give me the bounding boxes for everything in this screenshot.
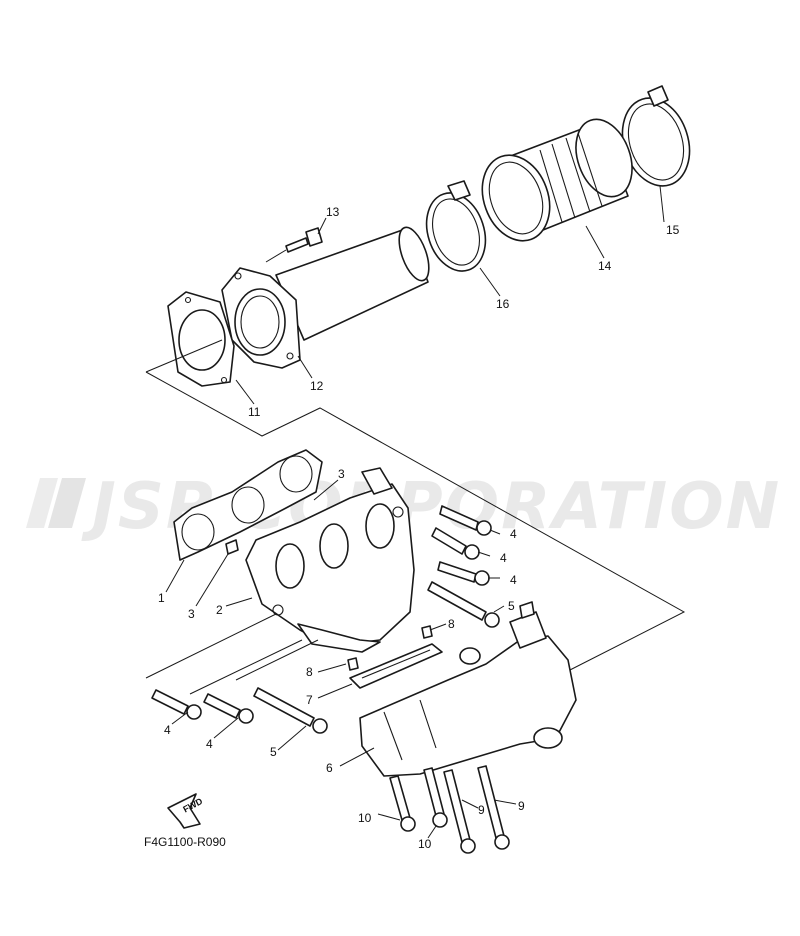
callout-4-d: 4	[164, 723, 171, 737]
chamber-6	[359, 601, 577, 777]
callout-15: 15	[666, 223, 680, 237]
gasket-7	[349, 643, 443, 689]
callout-4-a: 4	[510, 527, 517, 541]
bolt-9-b	[477, 765, 510, 850]
callout-5-left: 5	[270, 745, 277, 759]
callout-4-c: 4	[510, 573, 517, 587]
callout-4-b: 4	[500, 551, 507, 565]
clamp-16	[425, 180, 487, 272]
callout-11: 11	[248, 405, 261, 419]
hose-14	[481, 118, 633, 242]
bolt-5-a	[427, 581, 500, 628]
callout-10-b: 10	[418, 837, 432, 851]
callout-8-left: 8	[306, 665, 313, 679]
bolt-4-e	[203, 693, 254, 724]
callout-2: 2	[216, 603, 223, 617]
dowel-pin-8	[347, 625, 433, 671]
callout-10-a: 10	[358, 811, 372, 825]
bolt-4-d	[151, 689, 202, 720]
callout-14: 14	[598, 259, 612, 273]
callout-13: 13	[326, 205, 340, 219]
bolt-4-a	[439, 505, 492, 536]
bolt-9-a	[443, 769, 476, 854]
bolt-13	[285, 227, 323, 253]
callout-9-b: 9	[518, 799, 525, 813]
bolt-10-b	[423, 767, 448, 828]
callout-12: 12	[310, 379, 324, 393]
group-outline-upper	[145, 371, 686, 673]
clamp-15	[621, 85, 691, 187]
callout-5-right: 5	[508, 599, 515, 613]
bolt-5-b	[253, 687, 328, 734]
bolt-4-b	[431, 527, 480, 560]
callout-3-left: 3	[188, 607, 195, 621]
leader-lines	[165, 185, 665, 839]
callout-3-top: 3	[338, 467, 345, 481]
fwd-arrow-icon: FWD	[167, 793, 205, 829]
callouts: 13 15 14 16 12 11 3 1 3 2 4 4 4 5 8 8 7 …	[158, 205, 680, 851]
bolt-10-a	[389, 775, 416, 832]
callout-6: 6	[326, 761, 333, 775]
callout-9-a: 9	[478, 803, 485, 817]
gasket-11	[167, 291, 235, 387]
gasket-1	[173, 449, 323, 561]
callout-4-e: 4	[206, 737, 213, 751]
callout-7: 7	[306, 693, 313, 707]
manifold-2	[245, 467, 415, 653]
pipe-12	[221, 226, 430, 369]
callout-8-right: 8	[448, 617, 455, 631]
dowel-pin-3	[225, 539, 239, 555]
group-outline-lower	[145, 613, 319, 695]
bolt-4-c	[437, 561, 490, 586]
diagram-code: F4G1100-R090	[144, 835, 226, 849]
callout-1: 1	[158, 591, 165, 605]
callout-16: 16	[496, 297, 510, 311]
